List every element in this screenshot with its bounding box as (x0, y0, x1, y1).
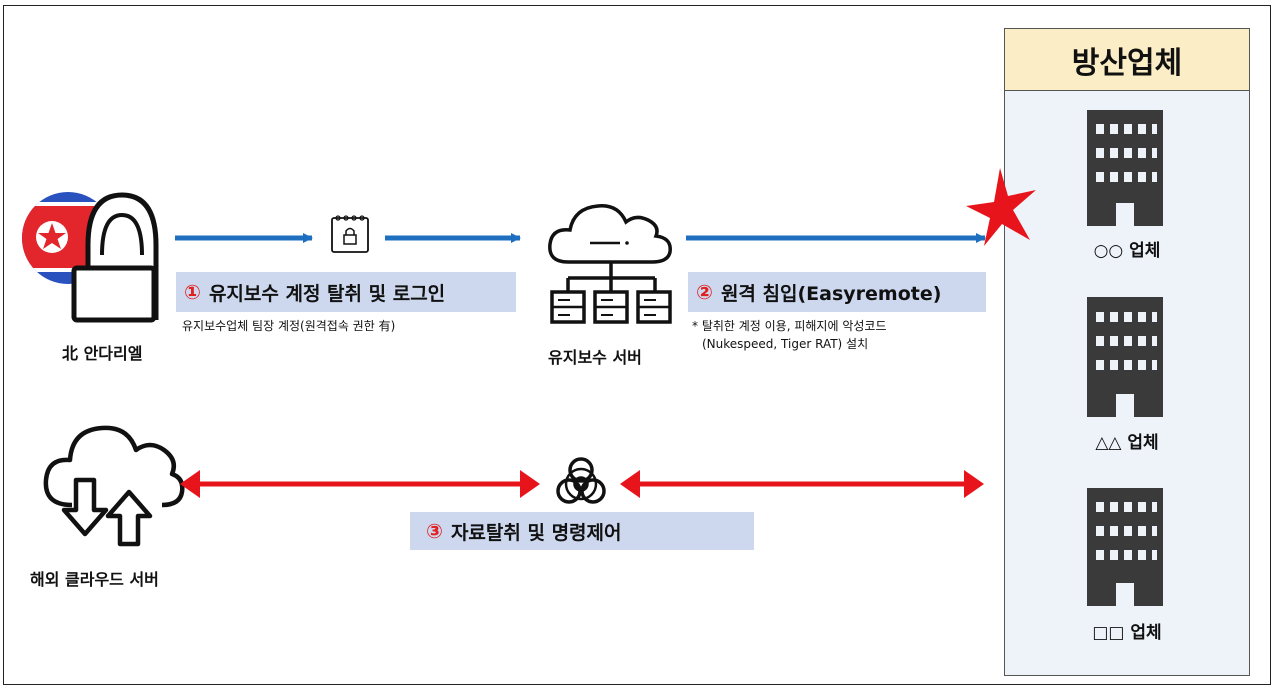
cloud-server-label: 해외 클라우드 서버 (30, 570, 159, 589)
intrusion-star-icon (966, 168, 1036, 246)
company-label-3: □□ 업체 (1092, 623, 1162, 643)
step2-note-line2: (Nukespeed, Tiger RAT) 설치 (702, 337, 869, 351)
step1-note: 유지보수업체 팀장 계정(원격접속 권한 有) (182, 319, 396, 333)
step2-number: ② (696, 280, 713, 304)
company-label-1: ○○ 업체 (1093, 241, 1161, 261)
step1-box: ① 유지보수 계정 탈취 및 로그인 (176, 272, 516, 312)
step3-box: ③ 자료탈취 및 명령제어 (410, 512, 754, 550)
step1-number: ① (184, 280, 201, 304)
biohazard-icon (556, 457, 606, 504)
step2-box: ② 원격 침입(Easyremote) (688, 272, 986, 312)
maintenance-server-icon (548, 204, 672, 324)
step2-note-line1: * 탈취한 계정 이용, 피해지에 악성코드 (692, 319, 887, 333)
maintenance-server-label: 유지보수 서버 (548, 348, 642, 367)
credential-notepad-icon (331, 215, 369, 253)
company-label-2: △△ 업체 (1095, 433, 1159, 453)
red-double-arrow-right (620, 470, 984, 498)
red-double-arrow-left (180, 470, 540, 498)
step3-label: 자료탈취 및 명령제어 (450, 521, 622, 544)
company-building-icon-3 (1087, 488, 1163, 606)
step3-number: ③ (426, 519, 443, 543)
attacker-label: 北 안다리엘 (62, 344, 143, 363)
step2-label: 원격 침입(Easyremote) (720, 282, 942, 305)
attacker-icon (22, 192, 159, 323)
overseas-cloud-server-icon (43, 425, 185, 547)
target-panel-title: 방산업체 (1004, 28, 1250, 92)
company-building-icon-2 (1087, 297, 1163, 417)
company-building-icon-1 (1087, 110, 1163, 226)
step1-label: 유지보수 계정 탈취 및 로그인 (208, 282, 446, 305)
